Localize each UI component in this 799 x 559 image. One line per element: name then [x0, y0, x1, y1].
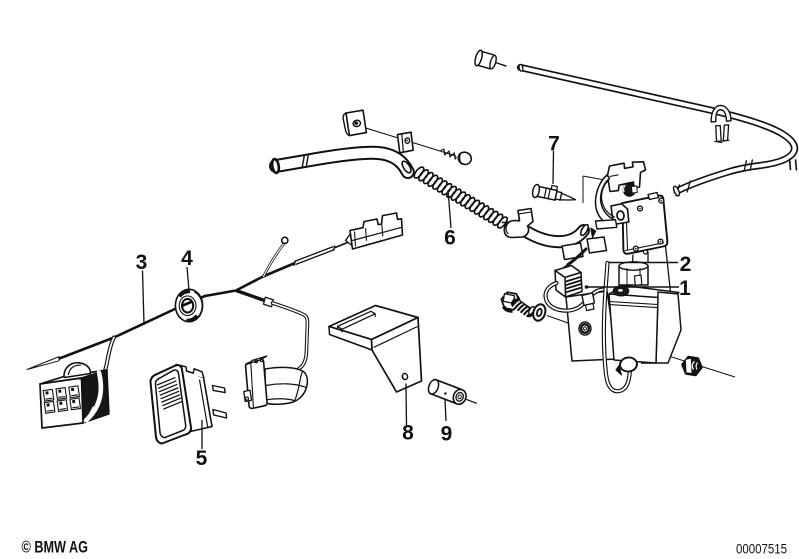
svg-text:4: 4 — [181, 247, 193, 270]
svg-text:8: 8 — [402, 422, 414, 445]
svg-text:2: 2 — [680, 253, 692, 276]
svg-text:3: 3 — [136, 251, 148, 274]
svg-text:9: 9 — [441, 423, 453, 446]
svg-text:5: 5 — [196, 447, 208, 470]
svg-text:7: 7 — [548, 133, 560, 156]
svg-text:00007515: 00007515 — [736, 542, 787, 557]
svg-text:© BMW AG: © BMW AG — [22, 539, 89, 557]
svg-text:6: 6 — [444, 227, 456, 250]
svg-text:1: 1 — [679, 277, 691, 300]
